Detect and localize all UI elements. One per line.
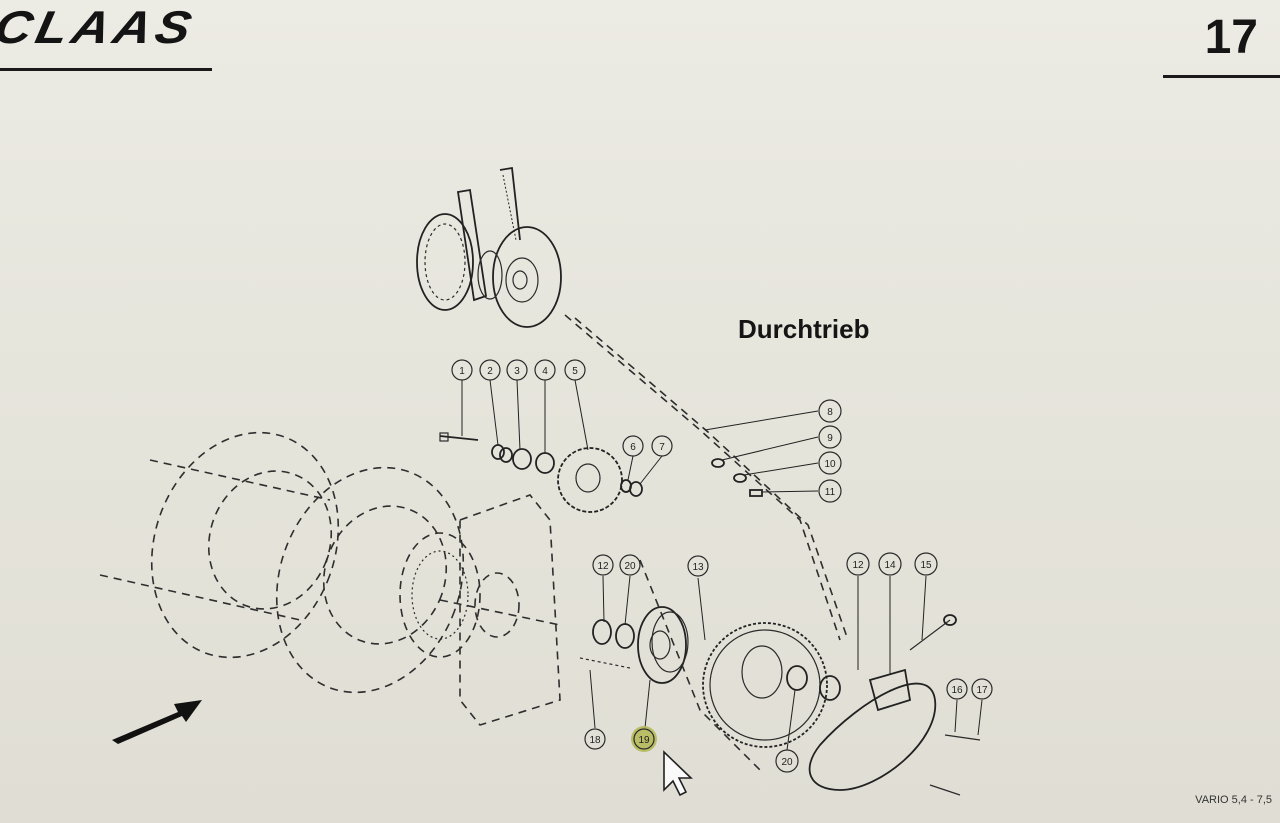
svg-text:3: 3: [514, 366, 520, 377]
drum-assembly: [99, 431, 561, 726]
page-number-underline: [1163, 75, 1280, 78]
hub-and-sprocket: [579, 559, 841, 771]
callout-4: 4: [534, 359, 556, 381]
svg-text:12: 12: [597, 561, 609, 572]
diagram-heading: Durchtrieb: [738, 314, 870, 344]
callout-13: 13: [687, 555, 709, 577]
callout-5: 5: [564, 359, 586, 381]
svg-text:11: 11: [825, 487, 836, 498]
callout-16: 16: [946, 678, 968, 700]
callout-20a: 20: [619, 554, 641, 576]
leader-lines: [461, 379, 983, 751]
callout-6: 6: [622, 435, 644, 457]
svg-text:13: 13: [692, 562, 704, 573]
svg-text:1: 1: [459, 366, 465, 377]
direction-arrow-icon: [112, 700, 202, 744]
svg-text:12: 12: [852, 560, 864, 571]
callout-18: 18: [584, 728, 606, 750]
callout-15: 15: [914, 552, 938, 576]
top-drive-assembly: [416, 166, 562, 328]
callout-12a: 12: [592, 554, 614, 576]
callout-12b: 12: [846, 552, 870, 576]
callout-1: 1: [451, 359, 473, 381]
callout-10: 10: [818, 451, 842, 475]
callout-14: 14: [878, 552, 902, 576]
svg-text:17: 17: [976, 685, 988, 696]
logo-underline: [0, 68, 212, 71]
callout-17: 17: [971, 678, 993, 700]
svg-text:16: 16: [951, 685, 963, 696]
svg-text:18: 18: [589, 735, 601, 746]
svg-text:2: 2: [487, 366, 493, 377]
model-footer-text: VARIO 5,4 - 7,5: [1195, 794, 1272, 806]
callout-3: 3: [506, 359, 528, 381]
callout-7: 7: [651, 435, 673, 457]
callout-9: 9: [818, 425, 842, 449]
mouse-cursor-icon: [663, 750, 693, 797]
svg-text:9: 9: [827, 433, 833, 444]
svg-text:14: 14: [884, 560, 896, 571]
svg-text:8: 8: [827, 407, 833, 418]
callout-2: 2: [479, 359, 501, 381]
svg-text:5: 5: [572, 366, 578, 377]
callout-19-highlighted: 19: [631, 726, 657, 752]
right-bracket: [808, 614, 981, 796]
callout-markers: 1 2 3 4 5 6 7 8 9 10 11 12 20 13 12 14 1…: [451, 359, 993, 773]
small-parts-row: [439, 432, 763, 513]
svg-text:20: 20: [624, 561, 636, 572]
svg-text:7: 7: [659, 442, 665, 453]
callout-20b: 20: [775, 749, 799, 773]
page-number: 17: [1204, 11, 1258, 64]
svg-text:4: 4: [542, 366, 548, 377]
svg-text:19: 19: [638, 735, 650, 746]
svg-text:20: 20: [781, 757, 793, 768]
callout-8: 8: [818, 399, 842, 423]
svg-text:15: 15: [920, 560, 932, 571]
svg-text:10: 10: [824, 459, 836, 470]
svg-text:6: 6: [630, 442, 636, 453]
callout-11: 11: [818, 479, 842, 503]
